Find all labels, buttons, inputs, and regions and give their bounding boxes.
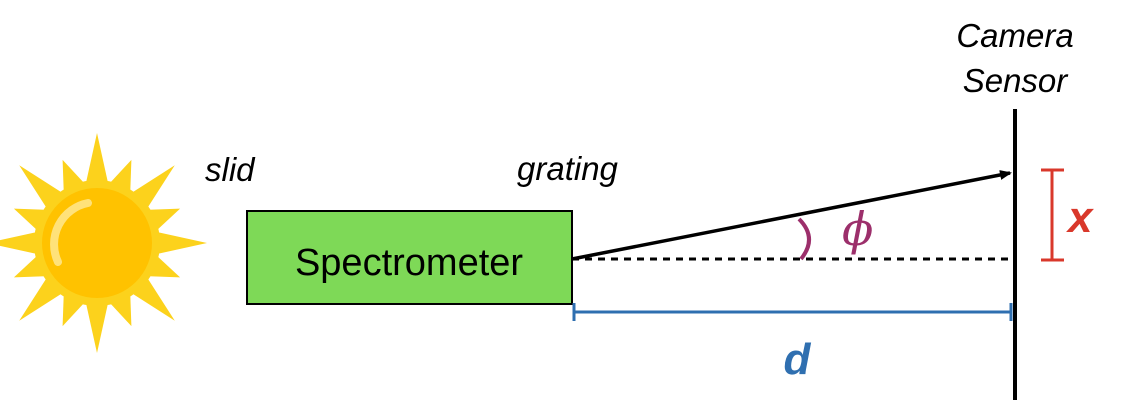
sun-disc-inner bbox=[42, 188, 152, 298]
sun-ray bbox=[19, 165, 62, 208]
sun-ray bbox=[132, 165, 175, 208]
grating-label: grating bbox=[517, 150, 619, 187]
sun-icon bbox=[0, 133, 207, 353]
d-distance-marker bbox=[572, 303, 1013, 321]
sun-highlight bbox=[50, 199, 92, 266]
sun-ray bbox=[19, 278, 62, 321]
sun-ray bbox=[0, 232, 36, 254]
x-label: x bbox=[1066, 193, 1094, 242]
sun-ray bbox=[86, 304, 108, 353]
camera-sensor-label-line2: Sensor bbox=[963, 62, 1070, 99]
d-label: d bbox=[784, 335, 812, 384]
diffracted-ray-arrow bbox=[571, 170, 1012, 261]
sun-ray bbox=[158, 232, 207, 254]
camera-sensor-label-line1: Camera bbox=[956, 17, 1073, 54]
angle-arc bbox=[797, 217, 811, 261]
slid-label: slid bbox=[205, 151, 256, 188]
spectrometer-box bbox=[246, 210, 573, 305]
spectrometer-label: Spectrometer bbox=[295, 242, 523, 284]
x-displacement-marker bbox=[1041, 168, 1064, 262]
phi-label: ϕ bbox=[842, 202, 873, 256]
sun-ray bbox=[132, 278, 175, 321]
sun-ray bbox=[86, 133, 108, 182]
